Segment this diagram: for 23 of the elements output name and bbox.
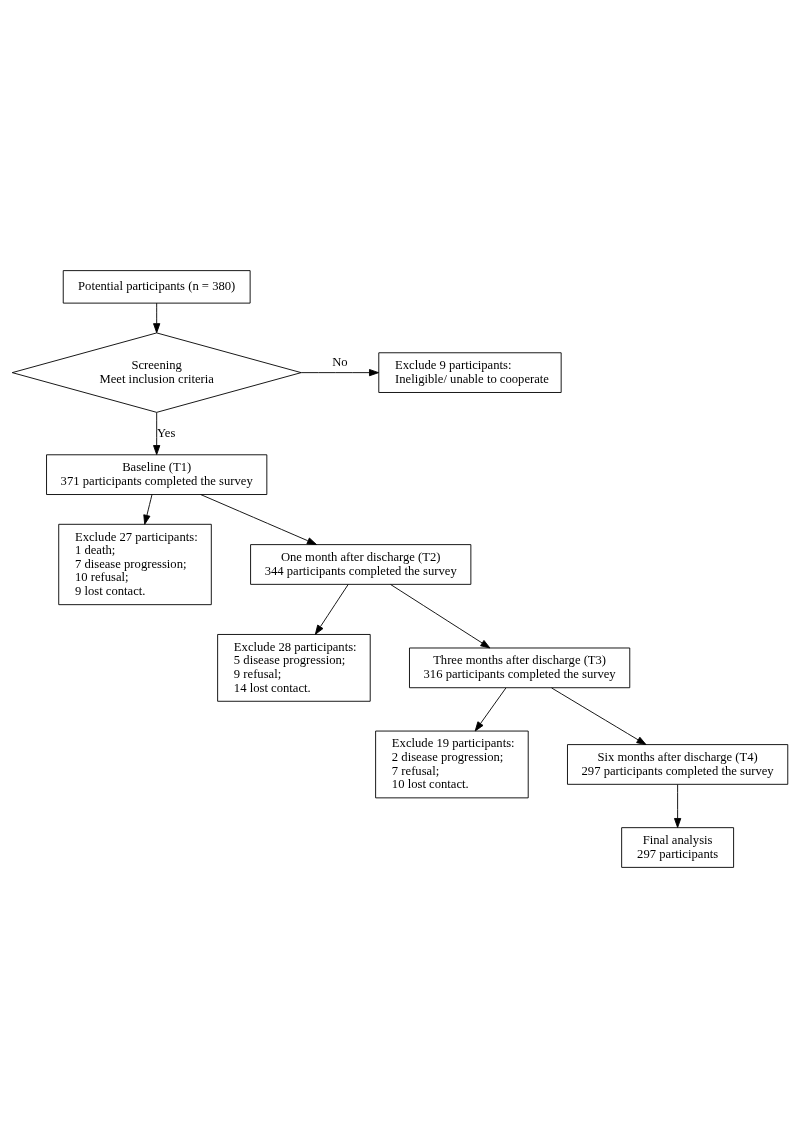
arrow — [551, 687, 647, 745]
node-box: Exclude 19 participants: 2 disease progression; 7 refusal; 10 lost contact. — [375, 730, 529, 798]
arrow — [153, 302, 161, 333]
node-box: Three months after discharge (T3) 316 participants completed the survey — [409, 647, 631, 688]
node-box: Six months after discharge (T4) 297 participants completed the survey — [567, 743, 789, 785]
arrow — [200, 493, 317, 545]
arrow — [300, 368, 379, 376]
edge-label: No — [332, 354, 348, 369]
arrow — [314, 583, 349, 635]
node-box: Exclude 27 participants: 1 death; 7 disease progression; 10 refusal; 9 lost contact. — [58, 523, 212, 605]
node-box: Final analysis 297 participants — [621, 826, 735, 868]
arrow — [143, 493, 153, 525]
arrow — [474, 687, 507, 731]
node-diamond: Screening Meet inclusion criteria — [11, 331, 302, 413]
node-box: Baseline (T1) 371 participants completed the survey — [46, 453, 268, 495]
node-box: One month after discharge (T2) 344 participants completed the survey — [250, 543, 472, 585]
arrow — [390, 583, 491, 648]
node-box: Exclude 9 participants: Ineligible/ unable to cooperate — [378, 351, 562, 393]
node-box: Exclude 28 participants: 5 disease progression; 9 refusal; 14 lost contact. — [217, 633, 371, 702]
arrow — [674, 783, 682, 828]
edge-label: Yes — [156, 425, 176, 440]
arrow — [153, 411, 161, 455]
node-box: Potential participants (n = 380) — [62, 269, 251, 304]
